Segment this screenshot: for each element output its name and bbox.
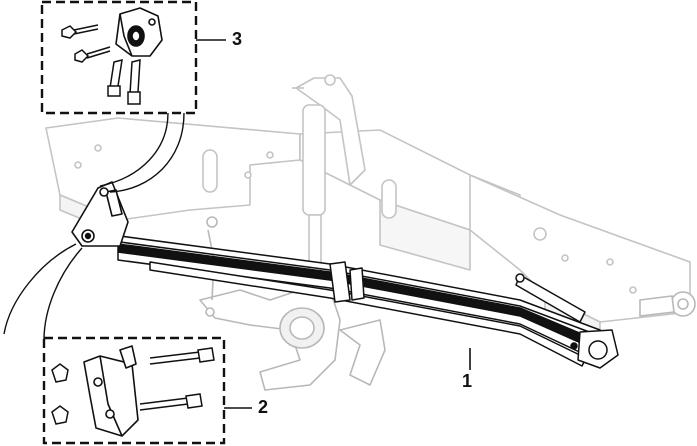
leader-lines (3, 112, 185, 341)
hanger-bracket-part (83, 345, 139, 437)
inset-2-hardware (51, 347, 215, 425)
shackle-bracket-part (115, 7, 163, 57)
callout-number-1: 1 (462, 371, 473, 391)
shock-absorber (292, 74, 366, 276)
callout-number-3: 3 (232, 29, 243, 49)
callout-number-2: 2 (258, 397, 269, 417)
inset-3-bolts (61, 24, 141, 105)
front-hanger-installed (71, 181, 129, 247)
inset-2-box (42, 336, 252, 445)
leaf-spring (99, 231, 619, 369)
tow-hook (639, 291, 696, 317)
steering-knuckle (199, 216, 386, 391)
